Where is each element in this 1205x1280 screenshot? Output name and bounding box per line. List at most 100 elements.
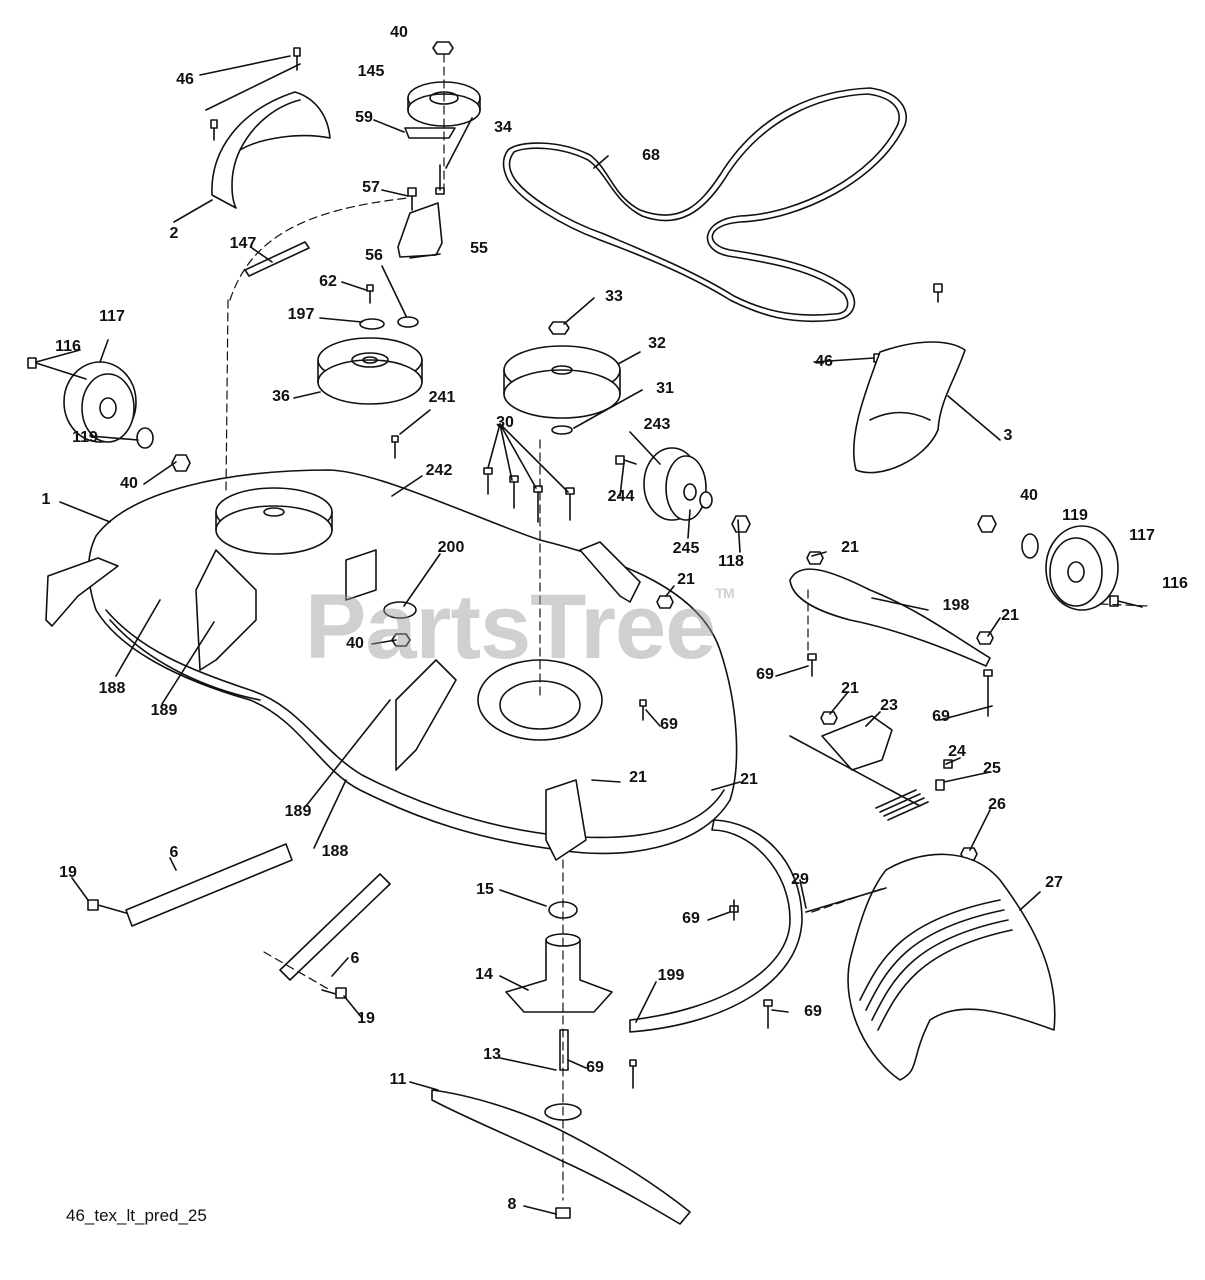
- callout-label: 21: [841, 680, 859, 697]
- shaft-part: [559, 1029, 569, 1071]
- callout-label: 57: [362, 179, 380, 196]
- callout-label: 34: [494, 119, 512, 136]
- bolt-part: [983, 669, 993, 717]
- callout-label: 55: [470, 240, 488, 257]
- callout-label: 40: [346, 635, 364, 652]
- bolt-part: [87, 899, 127, 914]
- callout-label: 40: [390, 24, 408, 41]
- callout-label: 40: [1020, 487, 1038, 504]
- callout-label: 21: [677, 571, 695, 588]
- callout-label: 244: [607, 488, 635, 505]
- callout-label: 197: [287, 306, 315, 323]
- callout-label: 189: [284, 803, 312, 820]
- washer-part: [1021, 533, 1039, 559]
- nut-part: [432, 41, 454, 55]
- callout-label: 62: [319, 273, 337, 290]
- callout-label: 245: [672, 540, 700, 557]
- callout-label: 46: [815, 353, 833, 370]
- callout-label: 6: [350, 950, 360, 967]
- callout-label: 19: [357, 1010, 375, 1027]
- bolt-part: [807, 653, 817, 677]
- callout-label: 6: [169, 844, 179, 861]
- callout-label: 145: [357, 63, 385, 80]
- callout-label: 147: [229, 235, 257, 252]
- bolt-part: [27, 357, 87, 380]
- lift-arm-part: [125, 843, 293, 927]
- callout-label: 188: [98, 680, 126, 697]
- callout-label: 69: [682, 910, 700, 927]
- callout-label: 29: [791, 871, 809, 888]
- nut-part: [548, 321, 570, 335]
- callout-label: 189: [150, 702, 178, 719]
- callout-label: 21: [629, 769, 647, 786]
- bracket-part: [397, 202, 443, 258]
- callout-label: 69: [932, 708, 950, 725]
- nut-part: [976, 631, 994, 645]
- watermark-trademark: TM: [715, 585, 734, 601]
- callout-label: 8: [507, 1196, 517, 1213]
- nut-part: [820, 711, 838, 725]
- callout-label: 242: [425, 462, 453, 479]
- callout-label: 119: [72, 429, 98, 446]
- bolt-part: [763, 999, 773, 1029]
- callout-label: 241: [428, 389, 456, 406]
- nut-part: [656, 595, 674, 609]
- callout-label: 188: [321, 843, 349, 860]
- washer-part: [136, 427, 154, 449]
- callout-label: 19: [59, 864, 77, 881]
- bolt-part: [509, 475, 519, 509]
- callout-label: 23: [880, 697, 898, 714]
- callout-label: 30: [496, 414, 514, 431]
- washer-part: [397, 316, 419, 328]
- callout-label: 1: [41, 491, 51, 508]
- belt-guard-part: [852, 341, 966, 474]
- callout-label: 40: [120, 475, 138, 492]
- callout-label: 69: [586, 1059, 604, 1076]
- bolt-part: [729, 899, 739, 921]
- bolt-part: [366, 284, 374, 304]
- washer-part: [699, 491, 713, 509]
- bolt-part: [639, 699, 647, 721]
- nut-part: [806, 551, 824, 565]
- callout-label: 32: [648, 335, 666, 352]
- callout-label: 116: [55, 338, 81, 355]
- bolt-part: [407, 187, 417, 211]
- spacer-part: [244, 241, 310, 277]
- callout-label: 46: [176, 71, 194, 88]
- callout-label: 21: [1001, 607, 1019, 624]
- bolt-part: [533, 485, 543, 523]
- washer-part: [551, 425, 573, 435]
- callout-label: 199: [657, 967, 685, 984]
- callout-label: 69: [756, 666, 774, 683]
- mower-deck-part: [87, 469, 738, 855]
- drive-belt-part: [502, 87, 907, 323]
- callout-label: 11: [389, 1071, 407, 1088]
- lift-arm-part: [279, 873, 391, 981]
- nut-part: [171, 454, 191, 472]
- bracket-part: [404, 127, 456, 139]
- washer-part: [359, 318, 385, 330]
- callout-label: 69: [660, 716, 678, 733]
- bolt-part: [615, 455, 637, 465]
- bolt-part: [565, 487, 575, 521]
- washer-part: [383, 601, 417, 619]
- bolt-part: [943, 759, 953, 769]
- callout-label: 56: [365, 247, 383, 264]
- deflector-bracket-part: [789, 568, 991, 667]
- callout-label: 68: [642, 147, 660, 164]
- nut-part: [731, 515, 751, 533]
- callout-label: 69: [804, 1003, 822, 1020]
- bolt-part: [1109, 595, 1143, 608]
- bracket-part: [821, 715, 893, 771]
- mower-blade-part: [431, 1089, 691, 1225]
- spring-part: [875, 789, 929, 821]
- spindle-part: [505, 939, 613, 1013]
- callout-label: 2: [169, 225, 179, 242]
- callout-label: 33: [605, 288, 623, 305]
- callout-label: 36: [272, 388, 290, 405]
- bolt-part: [935, 779, 945, 791]
- bolt-part: [483, 467, 493, 495]
- callout-label: 243: [643, 416, 671, 433]
